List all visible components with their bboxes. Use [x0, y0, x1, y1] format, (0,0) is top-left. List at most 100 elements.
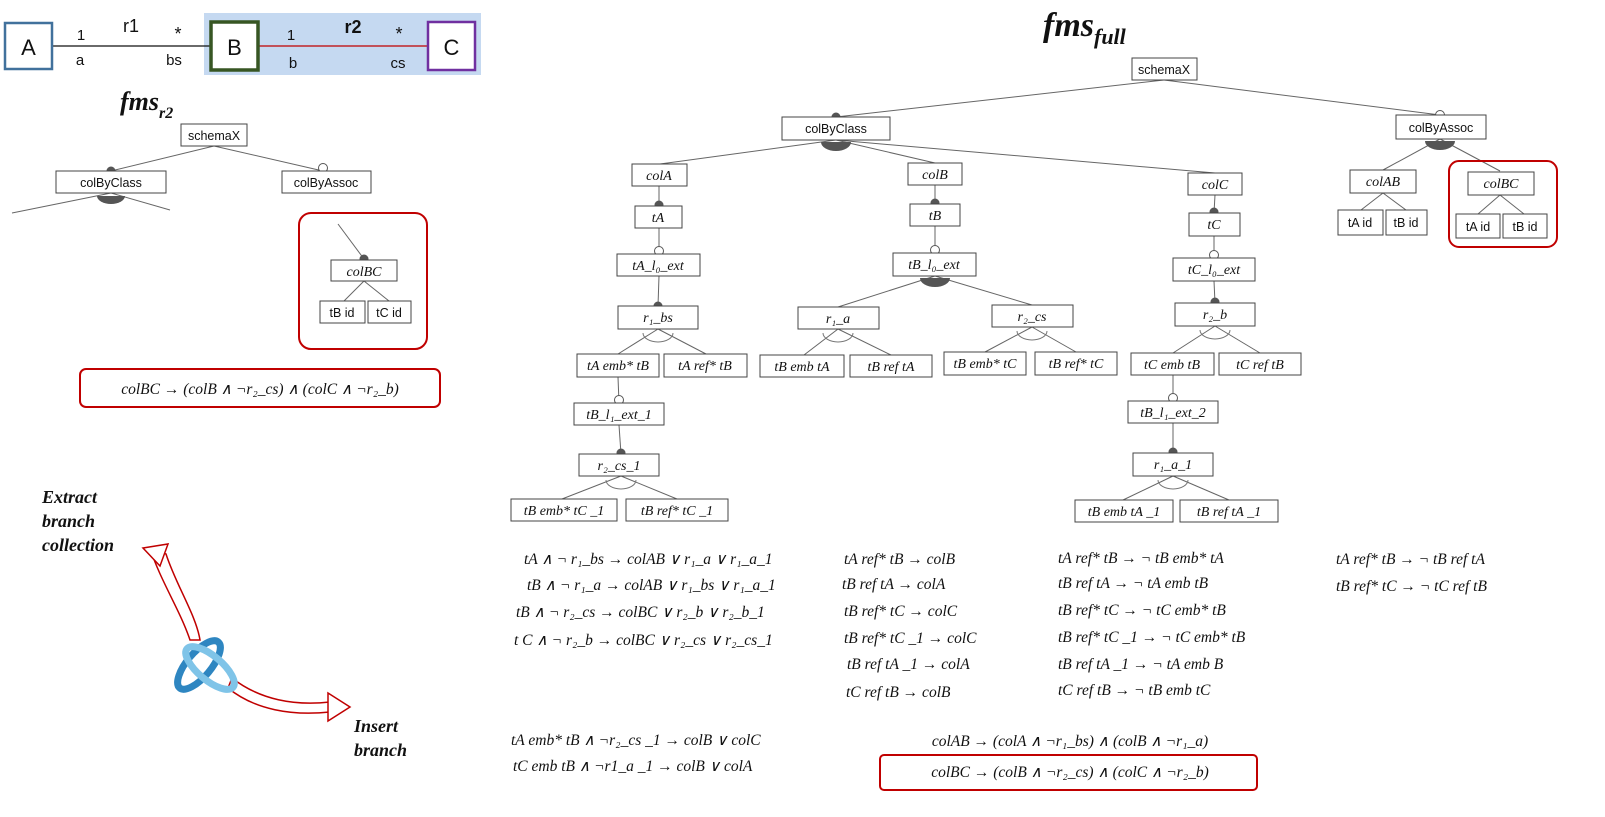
fms-full-colb-node: colB [907, 162, 963, 186]
fms-full-cola-node: colA [631, 163, 688, 187]
fms-full-tb-node: tB [909, 203, 961, 227]
rule-col3-line-6: tC ref tB → ¬ tB emb tC [1058, 682, 1211, 699]
fms-full-tc-emb-tb-label: tC emb tB [1144, 358, 1200, 373]
insert-branch-label: Insert branch [353, 716, 407, 760]
fms-full-tb-ref-ta-1-node: tB ref tA _1 [1179, 499, 1279, 523]
fms-r2-rule-text: colBC → (colB ∧ ¬r₂_cs) ∧ (colC ∧ ¬r₂_b) [121, 381, 399, 398]
rules-column-3: tA ref* tB → ¬ tB emb* tA tB ref tA → ¬ … [1058, 550, 1246, 699]
fms-r2-schemax-label: schemaX [188, 129, 241, 143]
fms-full-colab-node: colAB [1349, 169, 1417, 194]
class-a: A [3, 21, 54, 71]
fms-full-tb-ref-ta-node: tB ref tA [849, 354, 933, 378]
fms-r2-colbyassoc-node: colByAssoc [281, 170, 372, 194]
fms-full-title-main: fms [1043, 7, 1094, 44]
fms-full-ab-tb-id-label: tB id [1393, 216, 1418, 230]
rules-column-1: tA ∧ ¬ r₁_bs → colAB ∨ r₁_a ∨ r₁_a_1 tB … [514, 551, 776, 649]
extract-branch-label: Extract branch collection [41, 487, 114, 555]
fms-full-r2-cs-1-label: r₂_cs_1 [598, 459, 641, 474]
rule-col3-line-3: tB ref* tC → ¬ tC emb* tB [1058, 602, 1226, 619]
rule-col4-line-1: tA ref* tB → ¬ tB ref tA [1336, 551, 1485, 568]
fms-full-tb-emb-ta-node: tB emb tA [759, 354, 845, 378]
rule-col3-line-1: tA ref* tB → ¬ tB emb* tA [1058, 550, 1224, 567]
fms-full-ta-l0-ext-node: tA_l₀_ext [616, 253, 701, 277]
fms-r2-tb-id-label: tB id [329, 306, 354, 320]
fms-full-r2-cs-node: r₂_cs [991, 304, 1074, 328]
class-b-label: B [227, 35, 242, 60]
fms-full-tb-emb-tc-node: tB emb* tC [943, 351, 1027, 376]
fms-full-tc-label: tC [1207, 218, 1221, 233]
fms-full-cola-label: colA [646, 169, 672, 184]
fms-full-bc-tb-id-label: tB id [1512, 220, 1537, 234]
fms-full-tc-emb-tb-node: tC emb tB [1130, 352, 1215, 376]
rules-bottom-left: tA emb* tB ∧ ¬r₂_cs _1 → colB ∨ colC tC … [511, 732, 761, 775]
fms-full-tb-l0-ext-label: tB_l₀_ext [908, 258, 961, 273]
fms-full-r1-a-1-node: r₁_a_1 [1132, 452, 1214, 477]
fms-full-colbyclass-node: colByClass [781, 116, 891, 141]
insert-arrow-head [327, 691, 352, 723]
rule-col2-line-4: tB ref* tC _1 → colC [844, 630, 977, 647]
r2-left-role: b [289, 55, 297, 72]
rule-col2-line-2: tB ref tA → colA [842, 576, 946, 593]
fms-full-ta-node: tA [634, 205, 683, 229]
svg-text:fmsfull: fmsfull [1043, 7, 1127, 49]
rules-bottom-middle: colAB → (colA ∧ ¬r₁_bs) ∧ (colB ∧ ¬r₁_a)… [879, 733, 1258, 791]
rule-col2-line-6: tC ref tB → colB [846, 684, 951, 701]
fms-full-ta-emb-tb-label: tA emb* tB [587, 359, 649, 374]
rule-col4-line-2: tB ref* tC → ¬ tC ref tB [1336, 578, 1487, 595]
fms-full-r1-a-1-label: r₁_a_1 [1154, 458, 1192, 473]
fms-full-tc-ref-tb-node: tC ref tB [1218, 352, 1302, 376]
fms-r2-colbyclass-node: colByClass [55, 170, 167, 194]
rule-col1-line-1: tA ∧ ¬ r₁_bs → colAB ∨ r₁_a ∨ r₁_a_1 [524, 551, 773, 568]
fms-full-tb-emb-tc-1-node: tB emb* tC _1 [510, 498, 618, 522]
fms-full-tb-ref-ta-1-label: tB ref tA _1 [1197, 505, 1261, 520]
r1-left-multiplicity: 1 [77, 27, 85, 44]
extract-label-line-1: Extract [41, 487, 98, 507]
fms-full-colbyassoc-node: colByAssoc [1395, 114, 1487, 140]
fms-r2-tb-id-node: tB id [319, 300, 366, 324]
fms-full-colbc-label: colBC [1484, 177, 1520, 192]
fms-r2-tc-id-node: tC id [367, 300, 412, 324]
fms-full-tb-l1-ext-1-label: tB_l₁_ext_1 [586, 408, 652, 423]
fms-full-ta-label: tA [652, 211, 665, 226]
fms-full-tb-emb-ta-label: tB emb tA [774, 360, 830, 375]
extract-arrow-head [141, 543, 170, 568]
fms-full-rule-highlight-box [879, 754, 1258, 791]
rule-col2-line-3: tB ref* tC → colC [844, 603, 958, 620]
fms-full-title-sub: full [1094, 24, 1127, 49]
extract-label-line-3: collection [42, 535, 114, 555]
r1-right-multiplicity: * [174, 24, 181, 44]
rule-col2-line-1: tA ref* tB → colB [844, 551, 956, 568]
uml-diagram: A B C r1 1 * a bs r2 1 * b cs [3, 13, 481, 75]
fms-full-ta-l0-ext-label: tA_l₀_ext [632, 259, 685, 274]
fms-full-ta-ref-tb-label: tA ref* tB [678, 359, 732, 374]
r2-right-role: cs [391, 55, 406, 72]
fms-full-tb-emb-tc-1-label: tB emb* tC _1 [524, 504, 605, 519]
fms-full-colb-label: colB [922, 168, 948, 183]
extract-label-line-2: branch [42, 511, 95, 531]
fms-full-bc-tb-id-node: tB id [1502, 213, 1548, 239]
r2-left-multiplicity: 1 [287, 27, 295, 44]
fms-full-tb-emb-ta-1-node: tB emb tA _1 [1074, 499, 1174, 523]
fms-r2-tc-id-label: tC id [376, 306, 402, 320]
fms-full-tb-l0-ext-node: tB_l₀_ext [892, 252, 977, 277]
fms-full-colc-label: colC [1202, 178, 1229, 193]
r1-name: r1 [123, 16, 139, 36]
r1-right-role: bs [166, 52, 182, 69]
fms-full-colbyclass-label: colByClass [805, 122, 867, 136]
svg-text:fmsr2: fmsr2 [120, 87, 173, 122]
fms-r2-colbyclass-label: colByClass [80, 176, 142, 190]
class-b: B [209, 20, 260, 72]
class-a-label: A [21, 35, 36, 60]
fms-full-colbc-highlight-box [1448, 160, 1558, 248]
r2-name: r2 [344, 17, 361, 37]
r2-right-multiplicity: * [395, 24, 402, 44]
fms-full-tb-ref-ta-label: tB ref tA [868, 360, 915, 375]
insert-label-line-1: Insert [353, 716, 399, 736]
rule-col3-line-2: tB ref tA → ¬ tA emb tB [1058, 575, 1209, 592]
fms-full-ta-ref-tb-node: tA ref* tB [663, 353, 748, 378]
rule-bottom-left-line-1: tA emb* tB ∧ ¬r₂_cs _1 → colB ∨ colC [511, 732, 761, 749]
rule-col2-line-5: tB ref tA _1 → colA [847, 656, 970, 673]
fms-r2-title: fmsr2 [120, 87, 173, 122]
insert-arrow [227, 676, 331, 714]
fms-full-bc-ta-id-node: tA id [1455, 213, 1501, 239]
